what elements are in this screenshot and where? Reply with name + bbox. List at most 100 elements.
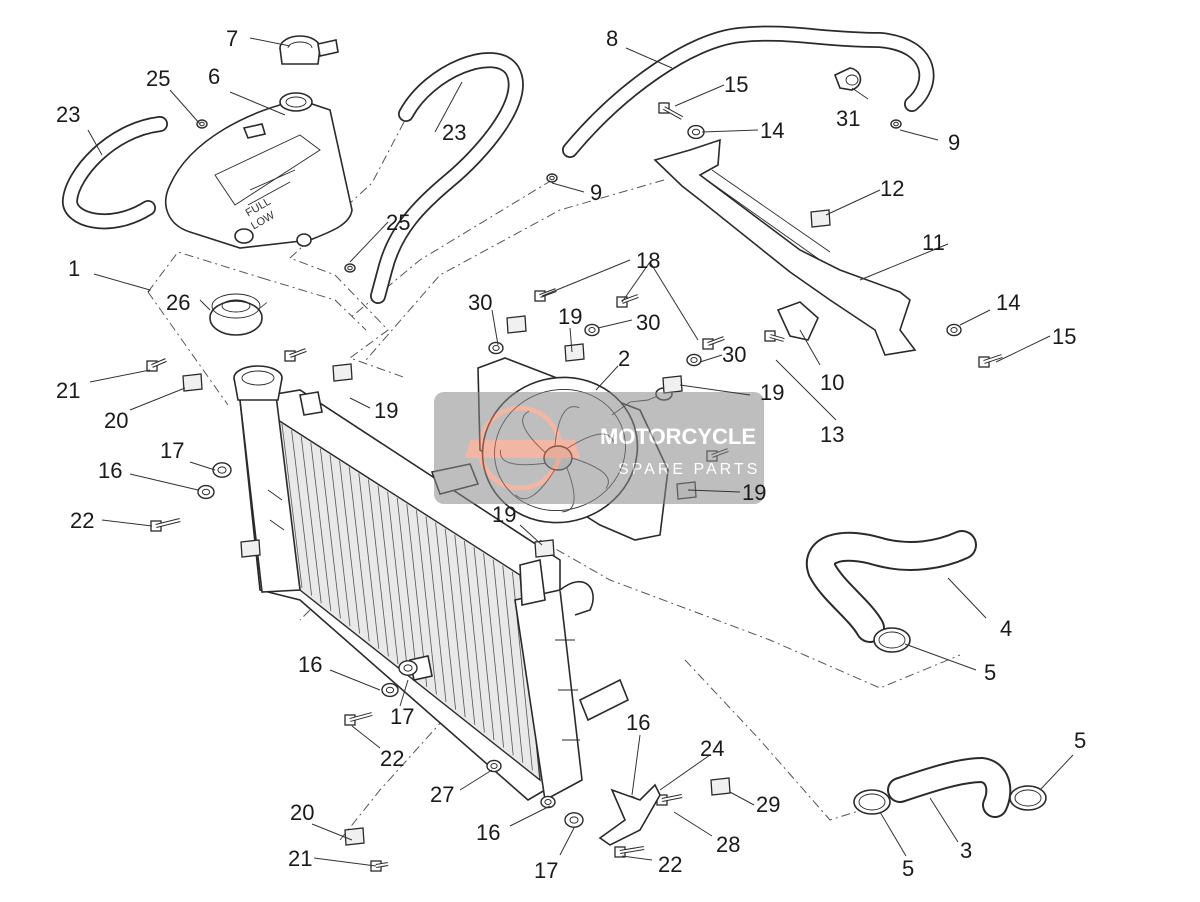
callout-14: 14 bbox=[996, 290, 1020, 315]
support-bracket bbox=[653, 138, 917, 356]
hose-clamp-5b bbox=[853, 789, 891, 815]
callout-25: 25 bbox=[386, 210, 410, 235]
bolt bbox=[150, 518, 181, 532]
clip bbox=[710, 777, 731, 796]
callout-18: 18 bbox=[636, 248, 660, 273]
callout-31: 31 bbox=[836, 106, 860, 131]
grommet bbox=[212, 462, 232, 478]
bolt bbox=[146, 358, 167, 372]
leader-lines bbox=[87, 37, 1074, 867]
grommet bbox=[890, 119, 902, 129]
grommet bbox=[540, 795, 556, 809]
hose-4 bbox=[805, 530, 977, 643]
callout-15: 15 bbox=[724, 72, 748, 97]
hardware-parts bbox=[146, 102, 1003, 872]
callout-4: 4 bbox=[1000, 616, 1012, 641]
callout-8: 8 bbox=[606, 26, 618, 51]
bolt bbox=[702, 336, 725, 350]
bracket-24 bbox=[598, 783, 661, 846]
callout-29: 29 bbox=[756, 792, 780, 817]
callout-22: 22 bbox=[70, 508, 94, 533]
radiator-cap bbox=[209, 293, 263, 336]
callout-12: 12 bbox=[880, 176, 904, 201]
callout-30: 30 bbox=[468, 290, 492, 315]
callout-21: 21 bbox=[56, 378, 80, 403]
hose-8 bbox=[562, 25, 935, 158]
callout-10: 10 bbox=[820, 370, 844, 395]
grommet bbox=[398, 660, 418, 676]
callout-9: 9 bbox=[590, 180, 602, 205]
callout-labels: 7 25 6 23 23 8 15 14 31 9 9 12 25 11 1 1… bbox=[56, 26, 1086, 883]
callout-27: 27 bbox=[430, 782, 454, 807]
bolt bbox=[656, 794, 683, 806]
callout-20: 20 bbox=[290, 800, 314, 825]
watermark-box bbox=[434, 392, 764, 504]
callout-9: 9 bbox=[948, 130, 960, 155]
callout-19: 19 bbox=[760, 380, 784, 405]
callout-20: 20 bbox=[104, 408, 128, 433]
tank-cap bbox=[279, 35, 339, 65]
callout-19: 19 bbox=[374, 398, 398, 423]
grommet bbox=[344, 263, 356, 273]
grommet bbox=[197, 484, 215, 500]
expansion-tank: FULL LOW bbox=[165, 92, 353, 249]
callout-30: 30 bbox=[636, 310, 660, 335]
callout-30: 30 bbox=[722, 342, 746, 367]
callout-5: 5 bbox=[902, 856, 914, 881]
hose-clamp-5c bbox=[1009, 785, 1047, 811]
callout-17: 17 bbox=[534, 858, 558, 883]
callout-16: 16 bbox=[98, 458, 122, 483]
callout-23: 23 bbox=[56, 102, 80, 127]
bolt bbox=[658, 102, 683, 120]
grommet bbox=[564, 812, 584, 828]
bolt bbox=[764, 330, 785, 342]
hose-3 bbox=[887, 756, 1012, 818]
watermark-line1: MOTORCYCLE bbox=[600, 424, 756, 449]
callout-22: 22 bbox=[380, 746, 404, 771]
watermark: MOTORCYCLE SPARE PARTS bbox=[434, 392, 764, 504]
callout-3: 3 bbox=[960, 838, 972, 863]
callout-17: 17 bbox=[160, 438, 184, 463]
radiator bbox=[233, 365, 630, 802]
callout-15: 15 bbox=[1052, 324, 1076, 349]
bolt bbox=[978, 354, 1003, 368]
bolt bbox=[614, 846, 645, 858]
clip bbox=[344, 827, 365, 846]
callout-14: 14 bbox=[760, 118, 784, 143]
callout-5: 5 bbox=[1074, 728, 1086, 753]
callout-16: 16 bbox=[476, 820, 500, 845]
callout-21: 21 bbox=[288, 846, 312, 871]
callout-11: 11 bbox=[922, 230, 945, 255]
grommet bbox=[381, 682, 399, 698]
clip bbox=[534, 539, 555, 558]
hose-23-left bbox=[62, 116, 168, 230]
grommet bbox=[486, 759, 502, 773]
callout-5: 5 bbox=[984, 660, 996, 685]
callout-19: 19 bbox=[492, 502, 516, 527]
grommet bbox=[687, 124, 705, 140]
clip bbox=[240, 539, 261, 558]
callout-19: 19 bbox=[742, 480, 766, 505]
callout-26: 26 bbox=[166, 290, 190, 315]
callout-25: 25 bbox=[146, 66, 170, 91]
hose-clip-31 bbox=[833, 67, 862, 91]
callout-16: 16 bbox=[298, 652, 322, 677]
callout-17: 17 bbox=[390, 704, 414, 729]
grommet bbox=[488, 341, 504, 355]
callout-24: 24 bbox=[700, 736, 724, 761]
callout-7: 7 bbox=[226, 26, 238, 51]
watermark-line2: SPARE PARTS bbox=[618, 461, 760, 478]
callout-22: 22 bbox=[658, 852, 682, 877]
bolt bbox=[616, 294, 639, 308]
callout-13: 13 bbox=[820, 422, 844, 447]
hose-clamp-5a bbox=[873, 627, 911, 653]
clip bbox=[332, 363, 353, 382]
clip bbox=[810, 209, 831, 228]
callout-19: 19 bbox=[558, 304, 582, 329]
callout-1: 1 bbox=[68, 256, 80, 281]
hose-23-right bbox=[370, 52, 524, 304]
callout-2: 2 bbox=[618, 346, 630, 371]
grommet bbox=[584, 323, 600, 337]
callout-16: 16 bbox=[626, 710, 650, 735]
